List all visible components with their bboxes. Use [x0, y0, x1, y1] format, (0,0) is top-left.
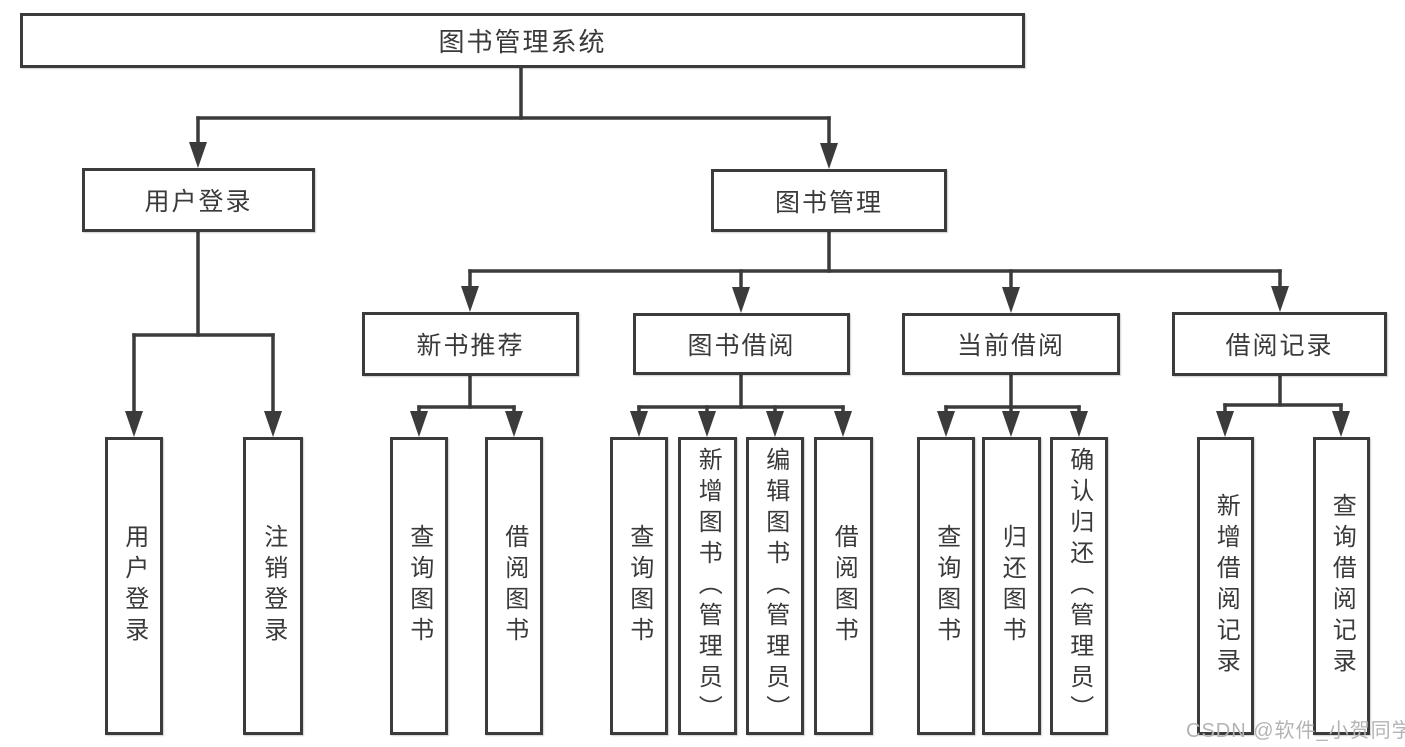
leaf-current-confirm-return-admin: 确认归还（管理员） — [1050, 437, 1108, 735]
node-current-borrowing: 当前借阅 — [902, 313, 1120, 375]
node-borrowing-records: 借阅记录 — [1172, 312, 1387, 376]
csdn-watermark: CSDN @软件_小贺同学 — [1186, 720, 1405, 742]
arrowhead-icons — [125, 142, 1350, 437]
leaf-borrow-query-books: 查询图书 — [610, 437, 668, 735]
node-book-management: 图书管理 — [711, 169, 947, 232]
node-root-system: 图书管理系统 — [20, 13, 1025, 68]
node-book-borrowing: 图书借阅 — [633, 313, 850, 375]
leaf-current-return-books: 归还图书 — [982, 437, 1041, 735]
leaf-user-logout: 注销登录 — [243, 437, 303, 735]
leaf-borrow-edit-books-admin: 编辑图书（管理员） — [746, 437, 804, 735]
leaf-record-add-borrow-record: 新增借阅记录 — [1197, 437, 1254, 735]
leaf-borrow-borrow-books: 借阅图书 — [814, 437, 873, 735]
leaf-borrow-add-books-admin: 新增图书（管理员） — [678, 437, 737, 735]
node-new-book-recommend: 新书推荐 — [362, 312, 579, 376]
leaf-user-login: 用户登录 — [105, 437, 163, 735]
node-user-login: 用户登录 — [82, 168, 315, 232]
leaf-current-query-books: 查询图书 — [917, 437, 975, 735]
leaf-record-query-borrow-record: 查询借阅记录 — [1313, 437, 1370, 735]
leaf-newbook-query-books: 查询图书 — [390, 437, 448, 735]
leaf-newbook-borrow-books: 借阅图书 — [485, 437, 543, 735]
